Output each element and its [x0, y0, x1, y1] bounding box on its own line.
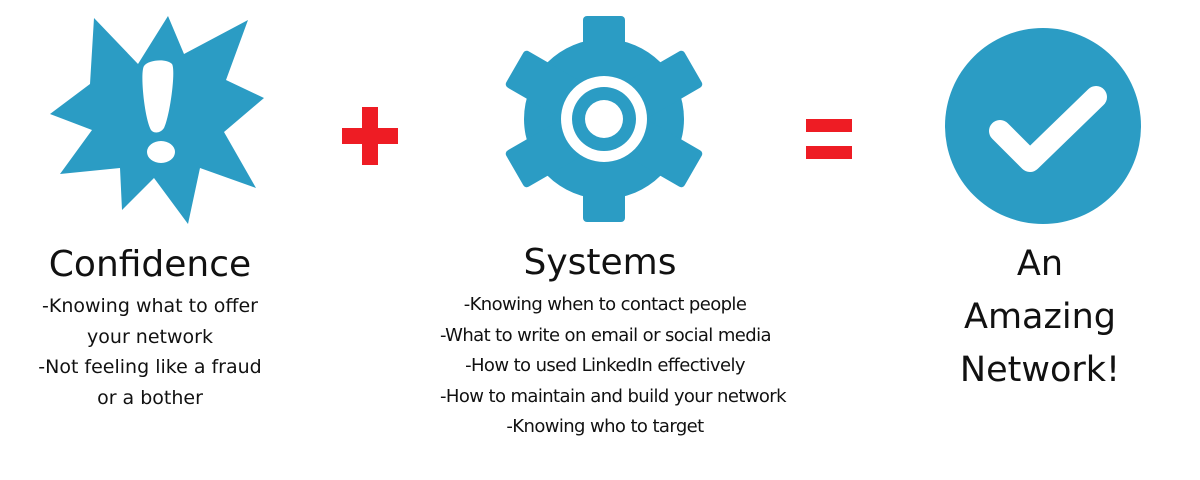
confidence-line: your network: [87, 325, 213, 348]
confidence-line: -Not feeling like a fraud: [38, 356, 262, 378]
exclamation-dot: [147, 141, 175, 163]
gear-icon: [502, 16, 706, 222]
systems-line: -What to write on email or social media: [440, 324, 772, 346]
confidence-title: Confidence: [48, 244, 252, 285]
systems-line: -Knowing when to contact people: [463, 294, 747, 315]
exclamation-stroke: [142, 60, 174, 133]
systems-description: -Knowing when to contact people -What to…: [440, 290, 787, 443]
result-line: An: [1016, 244, 1064, 284]
result-label: An Amazing Network!: [920, 238, 1160, 397]
systems-line: -Knowing who to target: [506, 416, 704, 437]
systems-title: Systems: [523, 242, 677, 283]
exclamation-burst-icon: [46, 10, 268, 232]
equals-icon: [806, 119, 852, 161]
confidence-line: -Knowing what to offer: [42, 295, 258, 317]
confidence-line: or a bother: [97, 386, 203, 409]
check-circle-icon: [944, 27, 1142, 225]
confidence-description: -Knowing what to offer your network -Not…: [20, 291, 280, 413]
plus-icon: [342, 107, 398, 165]
systems-line: -How to maintain and build your network: [440, 385, 787, 407]
systems-line: -How to used LinkedIn effectively: [465, 355, 745, 376]
result-line: Network!: [959, 350, 1121, 390]
result-line: Amazing: [964, 297, 1116, 337]
